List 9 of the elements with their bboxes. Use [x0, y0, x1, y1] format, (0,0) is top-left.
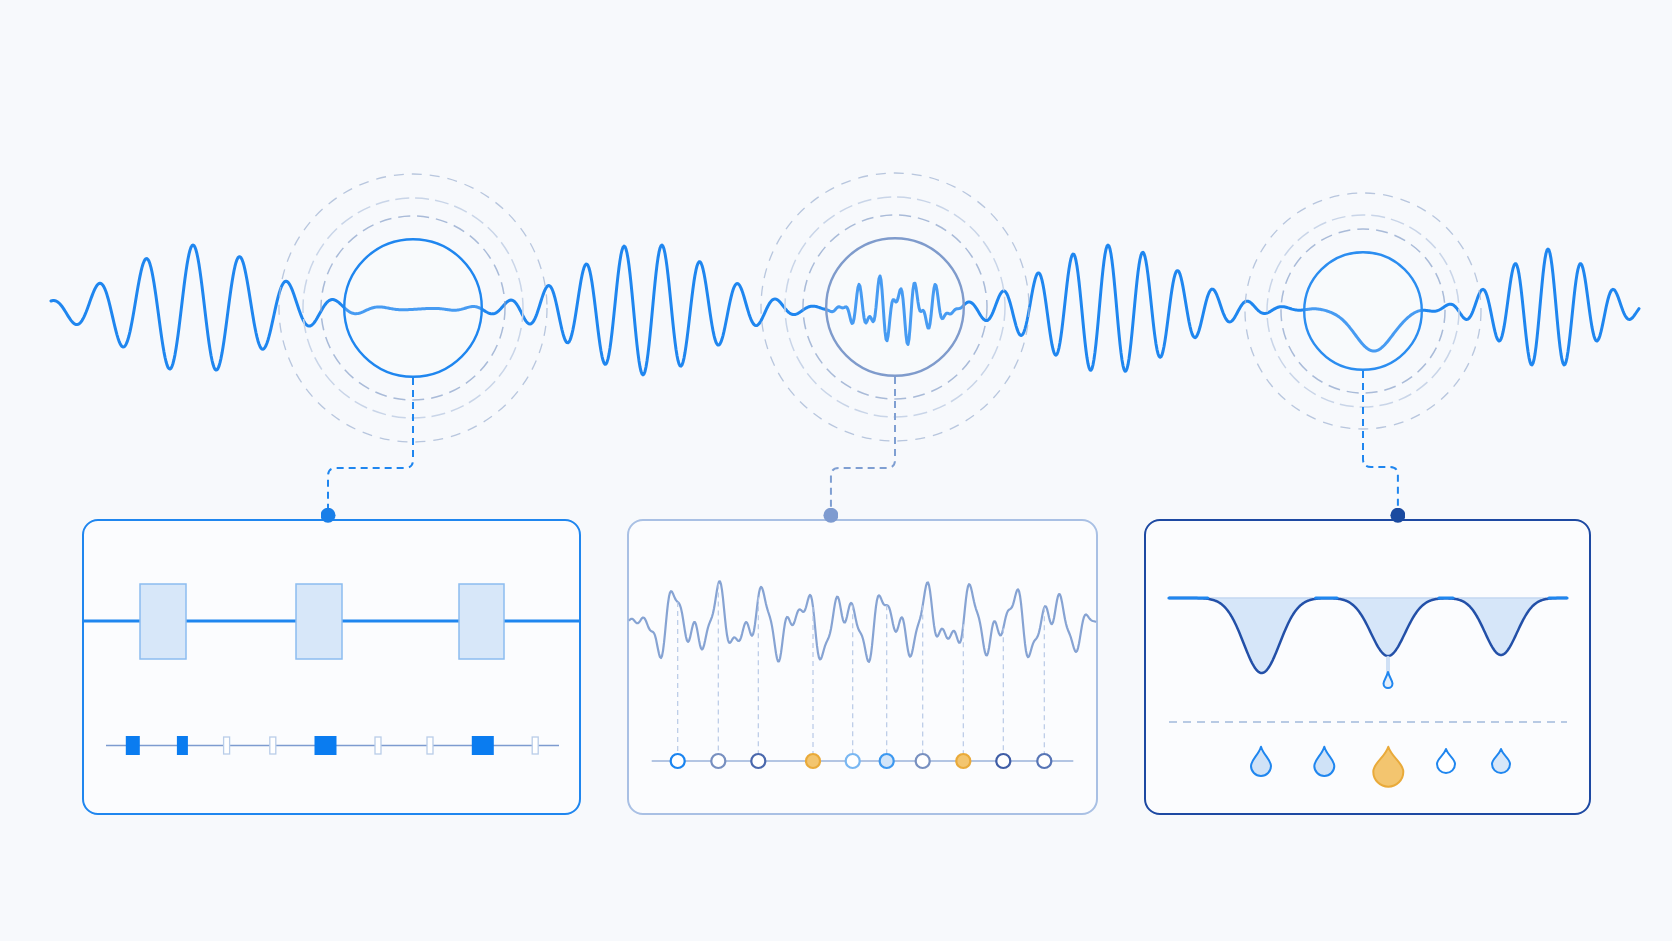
leader-line [823, 376, 896, 523]
lens-circle [343, 238, 483, 378]
lens-circle [1303, 251, 1423, 371]
leader-line [1362, 370, 1406, 523]
leader-line [320, 377, 414, 523]
lens-circle [825, 237, 965, 377]
detail-panel [627, 519, 1098, 815]
detail-panel [1144, 519, 1591, 815]
detail-panel [82, 519, 581, 815]
